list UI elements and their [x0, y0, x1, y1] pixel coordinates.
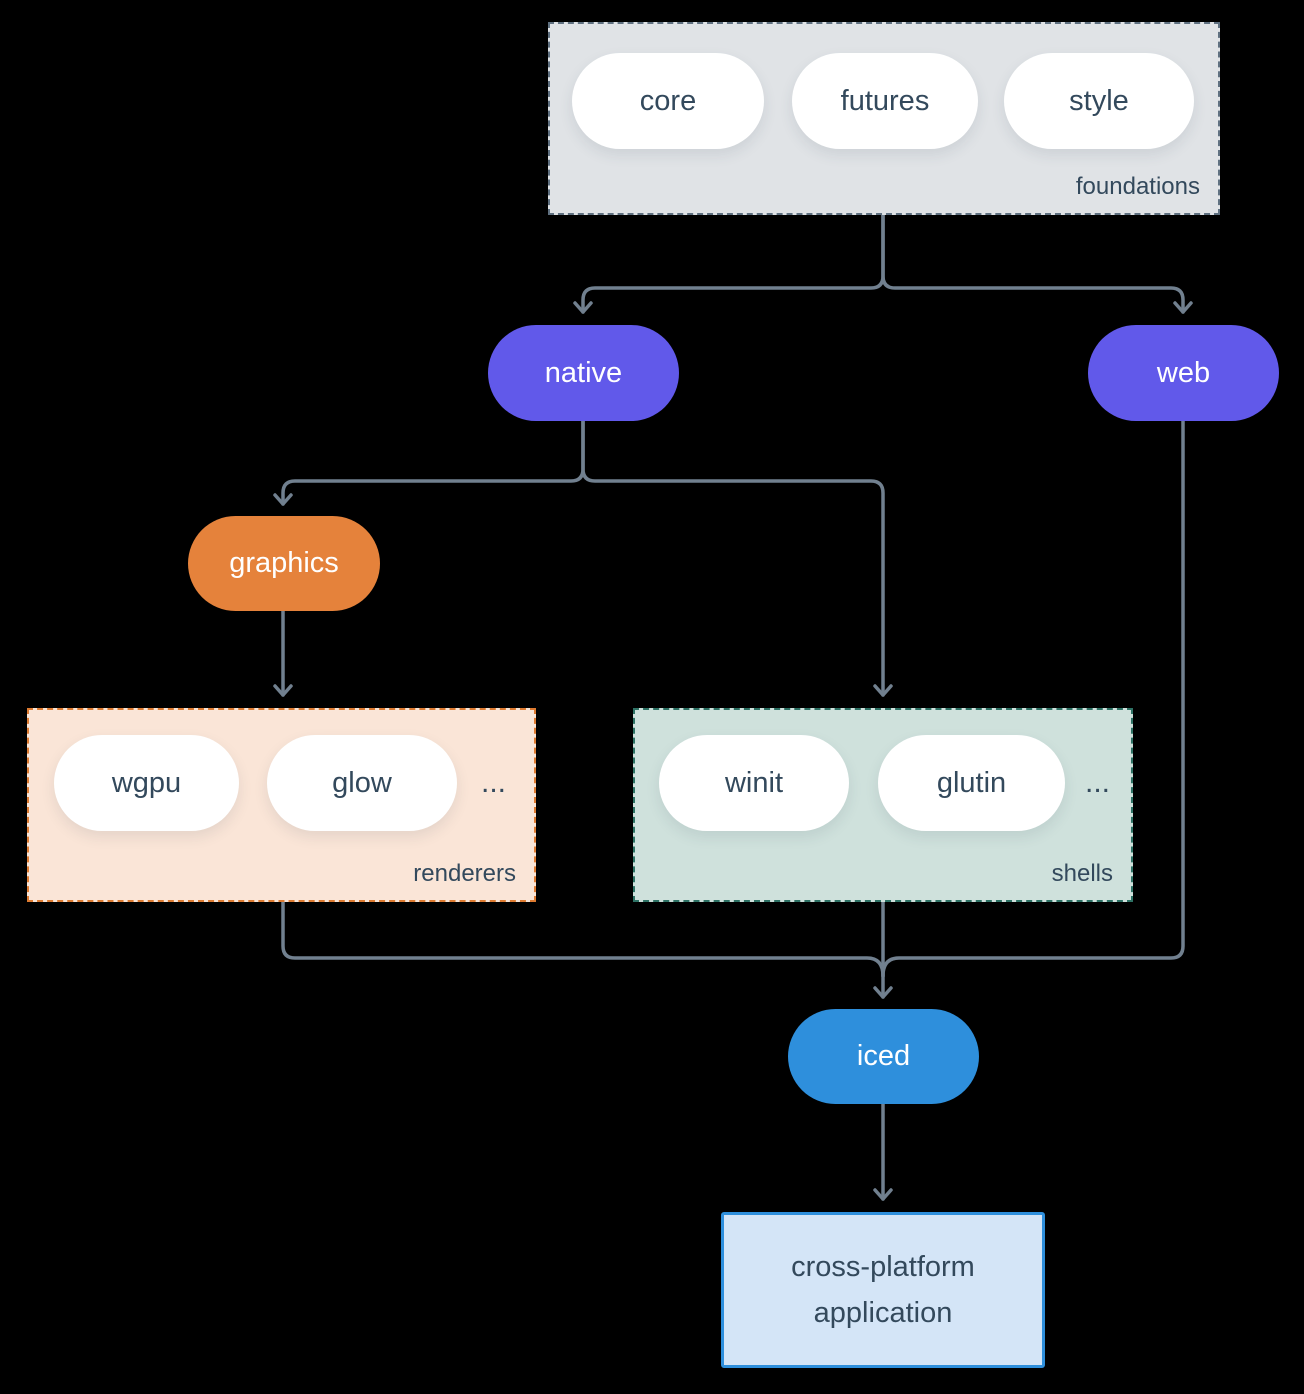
node-cross-platform-application: cross-platform application — [721, 1212, 1045, 1368]
edge-foundations-native — [573, 213, 885, 314]
edge-native-graphics — [273, 419, 585, 506]
edge-foundations-web — [881, 213, 1193, 314]
node-iced: iced — [788, 1009, 979, 1104]
node-wgpu: wgpu — [54, 735, 239, 831]
renderers-ellipsis: ... — [481, 766, 507, 799]
node-native: native — [488, 325, 679, 421]
node-graphics: graphics — [188, 516, 380, 611]
renderers-label: renderers — [413, 860, 516, 887]
node-glow: glow — [267, 735, 457, 831]
node-style: style — [1004, 53, 1194, 149]
shells-ellipsis: ... — [1085, 766, 1111, 799]
node-core: core — [572, 53, 764, 149]
shells-group: winit glutin ... shells — [633, 708, 1133, 902]
node-web: web — [1088, 325, 1279, 421]
edge-renderers-iced — [281, 900, 885, 978]
edge-native-shells — [581, 419, 893, 697]
foundations-group: core futures style foundations — [548, 22, 1220, 215]
node-glutin: glutin — [878, 735, 1065, 831]
foundations-label: foundations — [1075, 173, 1200, 200]
node-winit: winit — [659, 735, 849, 831]
renderers-group: wgpu glow ... renderers — [27, 708, 536, 902]
shells-label: shells — [1051, 860, 1113, 887]
node-futures: futures — [792, 53, 978, 149]
